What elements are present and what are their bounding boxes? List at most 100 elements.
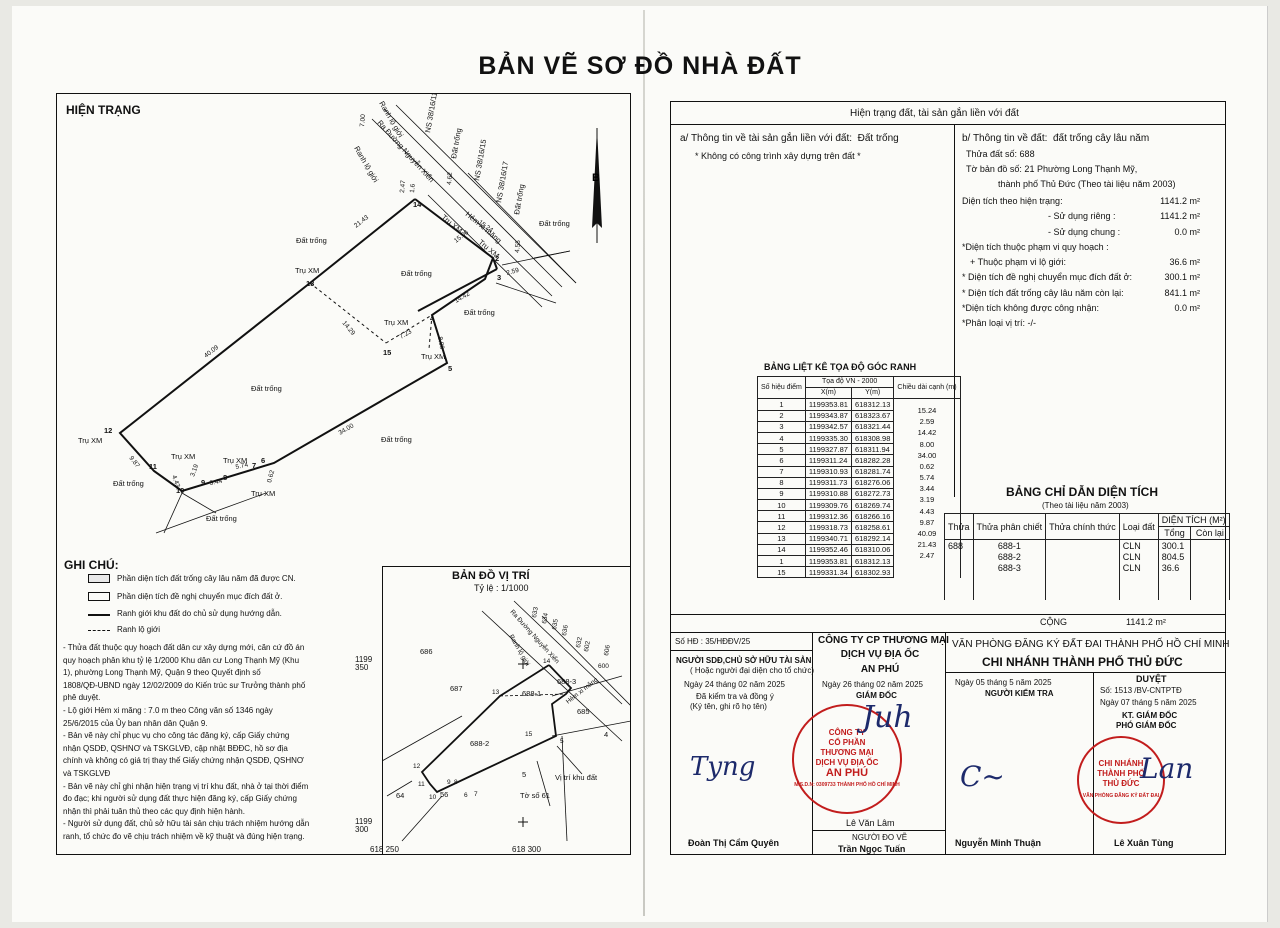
svg-text:4.43: 4.43 xyxy=(170,474,181,489)
north-arrow-icon xyxy=(592,128,602,243)
point-label: 6 xyxy=(261,456,265,465)
point-label: 4 xyxy=(430,314,435,323)
point-label: 12 xyxy=(104,426,112,435)
point-label: 13 xyxy=(306,279,314,288)
svg-text:Trụ XM: Trụ XM xyxy=(251,489,275,498)
a-note: * Không có công trình xây dựng trên đất … xyxy=(695,151,861,161)
point-label: 10 xyxy=(176,486,184,495)
svg-text:NS 38/16/15: NS 38/16/15 xyxy=(472,139,488,182)
grid-label-x-right: 618 300 xyxy=(512,845,541,854)
document-title: BẢN VẼ SƠ ĐỒ NHÀ ĐẤT xyxy=(478,52,802,80)
svg-text:NS 38/16/11: NS 38/16/11 xyxy=(423,93,439,133)
coord-table-title: BẢNG LIỆT KÊ TỌA ĐỘ GÓC RANH xyxy=(764,362,917,372)
svg-text:0.62: 0.62 xyxy=(266,469,276,483)
cong-value: 1141.2 m² xyxy=(1126,617,1166,627)
svg-text:606: 606 xyxy=(603,644,612,656)
owner-note: Đã kiểm tra và đồng ý xyxy=(696,692,774,701)
svg-text:5: 5 xyxy=(522,770,526,779)
svg-text:636: 636 xyxy=(561,624,570,636)
surveyor-role: NGƯỜI ĐO VẼ xyxy=(852,833,908,842)
duyet-number: Số: 1513 /BV-CNTPTĐ xyxy=(1100,686,1182,695)
legend-item: Ranh lộ giới xyxy=(117,625,161,634)
check-date: Ngày 05 tháng 5 năm 2025 xyxy=(955,678,1052,687)
svg-text:21.43: 21.43 xyxy=(353,214,370,230)
divider xyxy=(812,830,945,831)
legend-item: Ranh giới khu đất do chủ sử dụng hướng d… xyxy=(117,609,282,618)
right-panel xyxy=(670,101,1226,855)
svg-text:5.74: 5.74 xyxy=(235,461,249,471)
contract-number: Số HĐ : 35/HĐĐV/25 xyxy=(675,637,751,646)
svg-text:13: 13 xyxy=(492,689,500,696)
svg-text:64: 64 xyxy=(396,791,404,800)
svg-text:6: 6 xyxy=(464,792,468,799)
hien-trang-heading: HIỆN TRẠNG xyxy=(66,103,141,117)
svg-text:1.6: 1.6 xyxy=(409,183,417,193)
svg-text:634: 634 xyxy=(541,612,550,624)
owner-name: Đoàn Thị Cẩm Quyên xyxy=(688,838,780,848)
b-title: b/ Thông tin về đất: đất trống cây lâu n… xyxy=(962,133,1150,144)
svg-text:9: 9 xyxy=(447,779,451,786)
point-label: 2 xyxy=(495,254,499,263)
point-label: 5 xyxy=(448,364,452,373)
company-director-name: Lê Văn Lâm xyxy=(846,818,895,828)
check-role: NGƯỜI KIỂM TRA xyxy=(985,689,1054,698)
location-map-drawing: 686 687 688-1 688-3 685 688-2 5 4 64 56 … xyxy=(382,600,631,842)
svg-text:7: 7 xyxy=(474,791,478,798)
location-map-title: BẢN ĐỒ VỊ TRÍ xyxy=(452,570,530,582)
divider xyxy=(670,614,1226,615)
svg-text:2.59: 2.59 xyxy=(506,267,520,277)
svg-text:4.62: 4.62 xyxy=(446,172,454,186)
point-label: 15 xyxy=(383,348,391,357)
grid-label-x-left: 618 250 xyxy=(370,845,399,854)
company-date: Ngày 26 tháng 02 năm 2025 xyxy=(822,680,923,689)
legend-item: Phần diện tích đề nghị chuyển mục đích đ… xyxy=(117,592,283,601)
svg-text:Trụ XM: Trụ XM xyxy=(421,352,445,361)
svg-text:9.87: 9.87 xyxy=(127,455,141,470)
area-table-title: BẢNG CHỈ DẪN DIỆN TÍCH xyxy=(1006,485,1158,499)
svg-text:Vị trí khu đất: Vị trí khu đất xyxy=(555,773,598,782)
svg-text:686: 686 xyxy=(420,647,433,656)
checker-signature: C~ xyxy=(960,760,1005,793)
cong-label: CỘNG xyxy=(1040,617,1067,627)
director-2-signature: Lan xyxy=(1140,752,1194,785)
svg-text:4: 4 xyxy=(604,730,608,739)
svg-text:688-2: 688-2 xyxy=(470,739,489,748)
checker-name: Nguyễn Minh Thuận xyxy=(955,838,1041,848)
divider xyxy=(670,632,1226,633)
svg-text:8.00: 8.00 xyxy=(436,336,445,350)
office-name-1: VĂN PHÒNG ĐĂNG KÝ ĐẤT ĐAI THÀNH PHỐ HỒ C… xyxy=(952,639,1230,650)
svg-text:NS 38/16/17: NS 38/16/17 xyxy=(494,161,510,204)
svg-text:14: 14 xyxy=(543,658,551,665)
svg-text:Đất trống: Đất trống xyxy=(539,219,570,228)
area-summary: Diện tích theo hiện trạng:1141.2 m² - Sử… xyxy=(962,196,1200,329)
site-plan-drawing: B 14 2 3 4 5 6 7 8 9 10 11 12 13 15 21.4… xyxy=(78,93,602,534)
location-map-scale: Tỷ lệ : 1/1000 xyxy=(474,583,529,593)
svg-text:688-1: 688-1 xyxy=(522,689,541,698)
location-map-frame xyxy=(382,566,631,855)
legend-swatch-dat-o xyxy=(88,592,110,601)
divider xyxy=(670,124,1226,125)
a-title: a/ Thông tin về tài sản gắn liền với đất… xyxy=(680,133,899,144)
svg-text:Đất trống: Đất trống xyxy=(296,236,327,245)
svg-text:633: 633 xyxy=(531,606,540,618)
svg-text:688-3: 688-3 xyxy=(557,677,576,686)
svg-text:632: 632 xyxy=(575,636,584,648)
svg-text:4.55: 4.55 xyxy=(514,240,522,254)
coord-table: Số hiệu điểm Tọa độ VN - 2000 Chiều dài … xyxy=(757,375,961,579)
owner-signature: Tyng xyxy=(690,752,756,782)
point-label: 3 xyxy=(497,273,501,282)
svg-text:Trụ XM: Trụ XM xyxy=(440,213,464,236)
